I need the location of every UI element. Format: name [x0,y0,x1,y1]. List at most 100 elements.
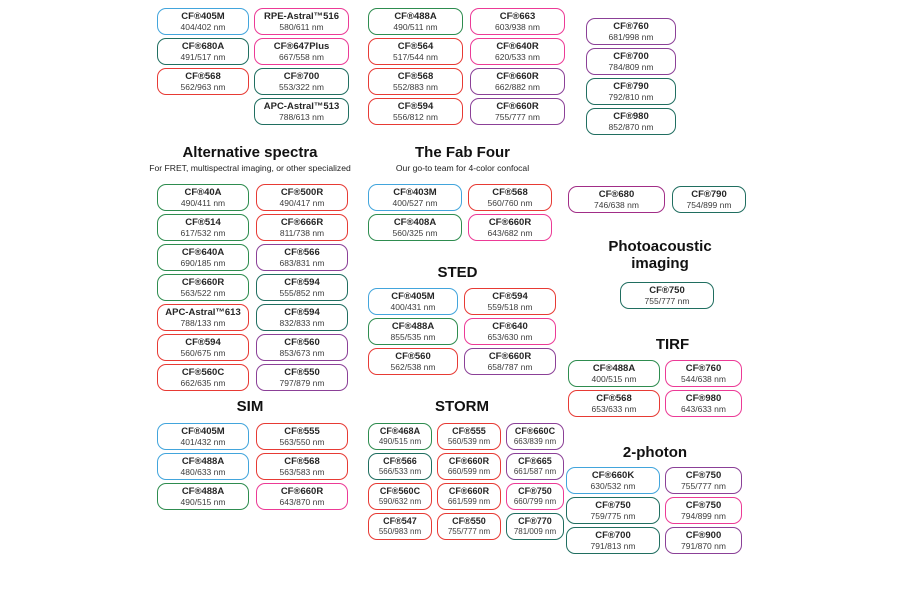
badge-column-storm-3: CF®660C 663/839 nm CF®665 661/587 nm CF®… [506,423,564,540]
dye-ex-em-value: 852/870 nm [608,122,654,132]
dye-name: CF®700 [283,71,320,82]
dye-name: CF®666R [280,217,324,228]
dye-ex-em-value: 791/870 nm [681,541,726,551]
dye-ex-em-value: 620/533 nm [495,52,540,62]
section-subtitle-fab-four: Our go-to team for 4-color confocal [395,163,530,173]
dye-badge: CF®500R 490/417 nm [256,184,348,211]
dye-ex-em-value: 832/833 nm [279,318,325,328]
dye-badge: CF®550 797/879 nm [256,364,348,391]
dye-name: CF®488A [181,456,225,467]
dye-badge: CF®660R 755/777 nm [470,98,565,125]
dye-badge: CF®640R 620/533 nm [470,38,565,65]
dye-ex-em-value: 562/963 nm [180,82,226,92]
dye-badge: CF®555 563/550 nm [256,423,348,450]
dye-name: CF®594 [492,291,528,302]
dye-name: CF®980 [613,111,649,122]
dye-name: CF®560C [181,367,225,378]
dye-badge: CF®640A 690/185 nm [157,244,249,271]
dye-name: CF®660C [514,426,556,436]
dye-ex-em-value: 811/738 nm [279,228,325,238]
section-title-fab-four: The Fab Four [415,144,510,161]
dye-badge: CF®900 791/870 nm [665,527,742,554]
dye-badge: CF®405M 400/431 nm [368,288,458,315]
dye-badge: CF®568 552/883 nm [368,68,463,95]
dye-badge: CF®488A 490/515 nm [157,483,249,510]
dye-ex-em-value: 480/633 nm [180,467,226,477]
dye-ex-em-value: 690/185 nm [180,258,226,268]
dye-badge: CF®660C 663/839 nm [506,423,564,450]
dye-ex-em-value: 660/799 nm [513,497,557,506]
dye-badge: CF®560C 590/632 nm [368,483,432,510]
dye-badge: CF®700 553/322 nm [254,68,349,95]
dye-ex-em-value: 660/599 nm [447,467,491,476]
dye-name: CF®660R [448,456,490,466]
dye-name: RPE-Astral™516 [264,11,339,22]
dye-badge: CF®750 794/899 nm [665,497,742,524]
dye-badge: CF®660R 563/522 nm [157,274,249,301]
dye-name: CF®547 [383,516,417,526]
dye-name: CF®40A [184,187,222,198]
badge-row-near-infrared: CF®680 746/638 nm CF®790 754/899 nm [568,186,746,213]
dye-badge: CF®568 560/760 nm [468,184,552,211]
dye-badge: CF®568 562/963 nm [157,68,249,95]
dye-ex-em-value: 791/813 nm [590,541,636,551]
dye-badge: CF®700 791/813 nm [566,527,660,554]
dye-badge: CF®663 603/938 nm [470,8,565,35]
dye-name: CF®790 [613,81,649,92]
dye-name: CF®647Plus [273,41,330,52]
badge-column-two-photon-right: CF®750 755/777 nm CF®750 794/899 nm CF®9… [665,467,742,554]
dye-name: CF®594 [397,101,434,112]
dye-ex-em-value: 603/938 nm [495,22,540,32]
dye-name: APC-Astral™513 [263,101,340,112]
dye-name: CF®900 [685,530,722,541]
section-title-tirf: TIRF [655,336,690,353]
dye-name: CF®594 [284,277,320,288]
dye-ex-em-value: 855/535 nm [390,332,436,342]
dye-badge: CF®660K 630/532 nm [566,467,660,494]
dye-ex-em-value: 662/635 nm [180,378,226,388]
dye-badge: CF®40A 490/411 nm [157,184,249,211]
dye-ex-em-value: 661/587 nm [513,467,557,476]
dye-name: CF®403M [393,187,437,198]
dye-badge: CF®660R 662/882 nm [470,68,565,95]
dye-name: CF®488A [181,486,225,497]
dye-ex-em-value: 553/322 nm [279,82,324,92]
dye-name: CF®770 [518,516,552,526]
dye-ex-em-value: 755/777 nm [644,296,690,306]
dye-badge: CF®660R 643/870 nm [256,483,348,510]
dye-badge: CF®405M 401/432 nm [157,423,249,450]
dye-name: CF®700 [595,530,631,541]
dye-badge: CF®980 643/633 nm [665,390,742,417]
dye-badge: CF®660R 643/682 nm [468,214,552,241]
dye-name: CF®640A [181,247,225,258]
dye-badge: CF®980 852/870 nm [586,108,676,135]
dye-badge: CF®468A 490/515 nm [368,423,432,450]
dye-badge: CF®647Plus 667/558 nm [254,38,349,65]
dye-name: CF®514 [185,217,221,228]
dye-name: CF®750 [595,500,631,511]
dye-badge: CF®660R 661/599 nm [437,483,501,510]
badge-column-photoacoustic: CF®750 755/777 nm [620,282,714,309]
badge-column-sted-right: CF®594 559/518 nm CF®640 653/630 nm CF®6… [464,288,556,375]
dye-badge: CF®568 653/633 nm [568,390,660,417]
dye-badge: RPE-Astral™516 580/611 nm [254,8,349,35]
dye-name: CF®550 [284,367,320,378]
dye-name: CF®660R [496,101,539,112]
badge-column-top-5: CF®760 681/998 nm CF®700 784/809 nm CF®7… [586,18,676,135]
badge-column-sted-left: CF®405M 400/431 nm CF®488A 855/535 nm CF… [368,288,458,375]
dye-ex-em-value: 404/402 nm [180,22,226,32]
dye-ex-em-value: 490/417 nm [279,198,325,208]
dye-badge: CF®405M 404/402 nm [157,8,249,35]
badge-column-alternative-right: CF®500R 490/417 nm CF®666R 811/738 nm CF… [256,184,348,391]
dye-badge: CF®560 562/538 nm [368,348,458,375]
badge-column-fab-right: CF®568 560/760 nm CF®660R 643/682 nm [468,184,552,241]
dye-name: CF®488A [391,321,435,332]
dye-badge: CF®680A 491/517 nm [157,38,249,65]
dye-badge: CF®594 559/518 nm [464,288,556,315]
dye-name: CF®500R [280,187,324,198]
dye-name: CF®594 [284,307,320,318]
badge-column-sim-left: CF®405M 401/432 nm CF®488A 480/633 nm CF… [157,423,249,510]
dye-ex-em-value: 788/613 nm [279,112,324,122]
dye-ex-em-value: 653/633 nm [591,404,637,414]
dye-name: CF®568 [596,393,632,404]
